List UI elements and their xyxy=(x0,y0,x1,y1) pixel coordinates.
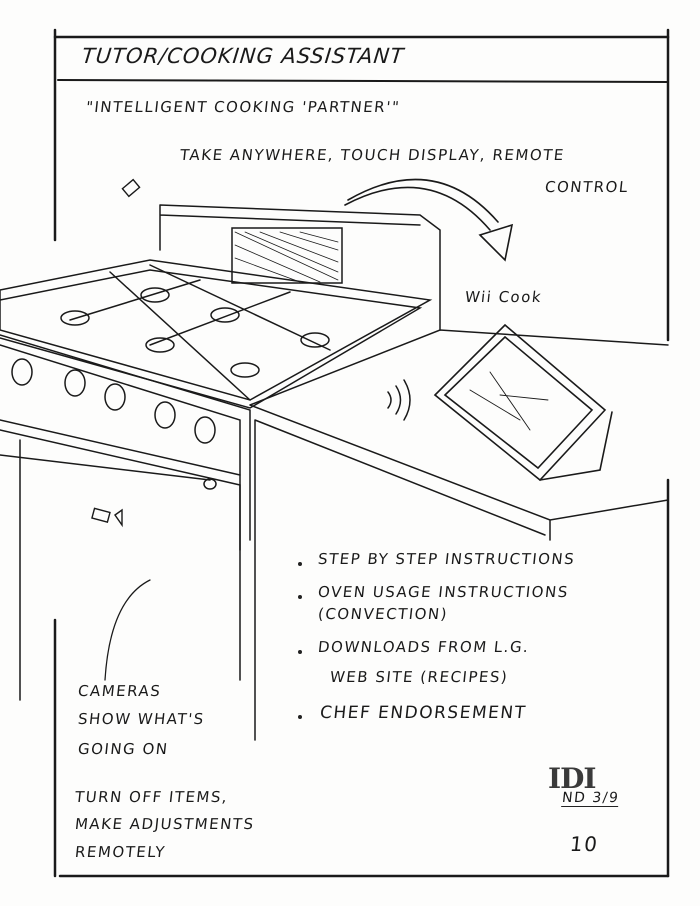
tablet xyxy=(433,323,613,482)
features-line-2: control xyxy=(544,178,630,196)
remote-note: make adjustments xyxy=(74,815,256,833)
bullet-dot xyxy=(298,650,302,654)
idi-logo: IDI xyxy=(548,762,596,795)
bullet-dot xyxy=(298,562,302,566)
subtitle: "Intelligent Cooking 'Partner'" xyxy=(85,98,402,116)
bullet-1: Step by step instructions xyxy=(317,550,577,568)
signature: ND 3/9 xyxy=(561,790,621,807)
bullet-dot xyxy=(298,715,302,719)
stove xyxy=(0,204,669,741)
cameras-note: show what's xyxy=(77,710,206,728)
frame xyxy=(53,28,670,878)
leader-line xyxy=(104,579,151,681)
bullet-2-cont: (convection) xyxy=(317,605,449,623)
arrow xyxy=(344,178,514,262)
remote-note: Turn off items, xyxy=(74,788,230,806)
wireless-signal-icon xyxy=(387,379,411,421)
camera-icon xyxy=(91,178,141,528)
bullet-4: Chef endorsement xyxy=(318,703,528,723)
cameras-note: Cameras xyxy=(77,682,163,700)
cameras-note: going on xyxy=(77,740,170,758)
features-line-1: Take anywhere, touch display, remote xyxy=(179,146,566,164)
bullet-dot xyxy=(298,595,302,599)
bullet-3: Downloads from L.G. xyxy=(317,638,531,656)
page-title: Tutor/Cooking Assistant xyxy=(80,44,406,68)
bullet-2: Oven usage instructions xyxy=(317,583,570,601)
bullet-3-cont: web site (recipes) xyxy=(329,668,510,686)
device-name: Wii Cook xyxy=(464,288,544,306)
remote-note: remotely xyxy=(74,843,167,861)
page-number: 10 xyxy=(568,832,600,856)
